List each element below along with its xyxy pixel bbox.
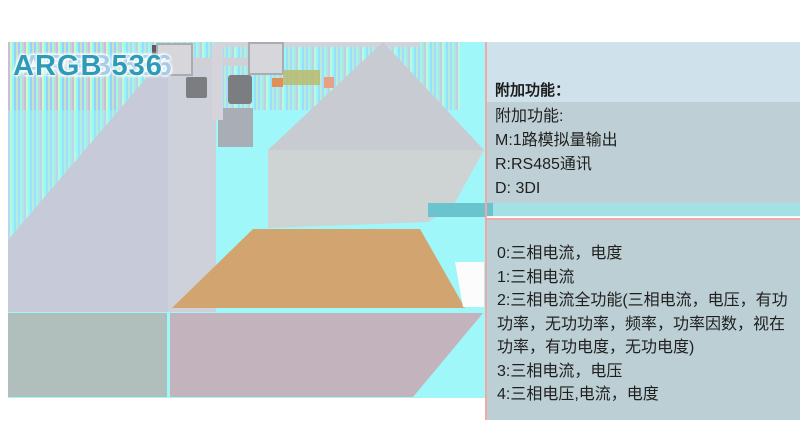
function-code-item-1: 1:三相电流 bbox=[497, 268, 575, 286]
function-code-item-3: 3:三相电流，电压 bbox=[497, 362, 623, 380]
annotation-top-line-1: 附加功能: bbox=[495, 108, 564, 125]
divider-white-line bbox=[487, 216, 800, 218]
model-title: ARGB 536 ARGB 536 bbox=[13, 50, 213, 90]
annotation-top-line-2: M:1路模拟量输出 bbox=[495, 132, 618, 149]
function-code-item-4: 4:三相电压,电流，电度 bbox=[497, 386, 659, 403]
annotation-top-line-4: D: 3DI bbox=[495, 180, 541, 197]
function-code-item-0: 0:三相电流，电度 bbox=[497, 245, 623, 262]
annotation-panel-top: 附加功能： 附加功能: M:1路模拟量输出 R:RS485通讯 D: 3DI bbox=[487, 42, 800, 203]
annotation-top-body: 附加功能: M:1路模拟量输出 R:RS485通讯 D: 3DI bbox=[487, 102, 800, 203]
model-title-ghost: ARGB 536 bbox=[23, 50, 173, 82]
function-code-item-2: 2:三相电流全功能(三相电流，电压，有功功率，无功功率，频率，功率因数，视在功率… bbox=[497, 292, 788, 356]
annotation-panel-bottom: 0:三相电流，电度 1:三相电流 2:三相电流全功能(三相电流，电压，有功功率，… bbox=[487, 220, 800, 420]
model-title-text: ARGB 536 bbox=[13, 50, 163, 82]
annotation-top-line-3: R:RS485通讯 bbox=[495, 156, 592, 173]
annotation-top-header: 附加功能： bbox=[487, 42, 800, 102]
